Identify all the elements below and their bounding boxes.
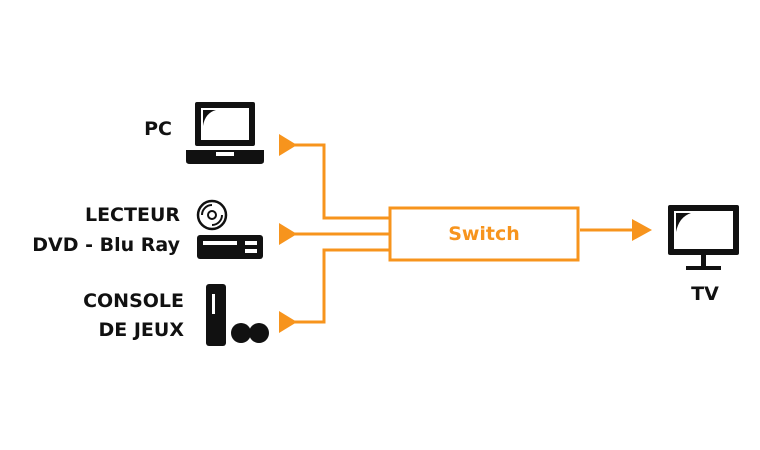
dvd-label-line1: LECTEUR [84, 204, 180, 226]
arrow-heads [279, 134, 652, 333]
console-label-line1: CONSOLE [83, 290, 184, 312]
tv-arrow-icon [632, 219, 652, 241]
dvd-label-line2: DVD - Blu Ray [32, 234, 180, 256]
switch-label: Switch [448, 223, 520, 245]
pc-label: PC [144, 118, 172, 140]
tv-label: TV [691, 283, 719, 305]
dvd-arrow-icon [279, 223, 297, 245]
dvd-disc-icon [196, 199, 228, 231]
game-console-icon [206, 284, 269, 346]
laptop-icon [186, 102, 264, 164]
pc-connector [292, 143, 390, 220]
console-label-line2: DE JEUX [98, 319, 185, 341]
dvd-player-icon [197, 235, 263, 259]
switch-box [388, 206, 580, 262]
tv-icon [668, 205, 739, 270]
console-connector [292, 248, 390, 324]
pc-arrow-icon [279, 134, 297, 156]
console-arrow-icon [279, 311, 297, 333]
connector-lines [292, 143, 636, 324]
